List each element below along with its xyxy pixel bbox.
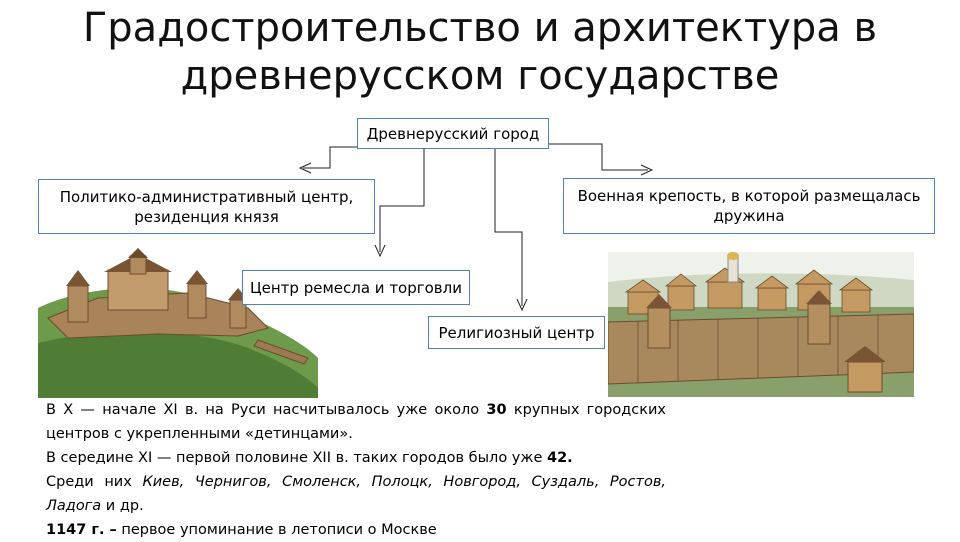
arrowhead-military [640,164,654,176]
arrowhead-religious [516,298,528,312]
craft-trade-label: Центр ремесла и торговли [250,278,462,297]
p3-text-a: Среди них [46,474,143,490]
military-fortress-label: Военная крепость, в которой размещалась … [577,187,921,225]
religious-center-box: Религиозный центр [428,316,605,349]
military-fortress-box: Военная крепость, в которой размещалась … [563,178,935,234]
connector-craft [379,148,425,252]
fortress-illustration [38,248,318,398]
slide-title: Градостроительство и архитектура в древн… [0,4,960,100]
connector-military [548,143,648,171]
craft-trade-box: Центр ремесла и торговли [242,270,470,305]
p1-text-a: В X — начале XI в. на Руси насчитывалось… [46,402,487,418]
connector-political [303,146,396,169]
wooden-town-illustration [608,252,914,397]
p2-number: 42. [546,450,573,466]
arrowhead-craft [374,244,386,258]
info-paragraph-4: 1147 г. – первое упоминание в летописи о… [46,518,666,542]
p1-number: 30 [486,402,507,418]
arrowhead-political [298,162,312,174]
title-line-1: Градостроительство и архитектура в [82,5,878,51]
political-center-label: Политико-административный центр, резиден… [59,187,354,226]
connector-religious [494,148,523,306]
info-paragraph-2: В середине XI — первой половине XII в. т… [46,446,666,470]
root-box: Древнерусский город [357,118,549,149]
info-paragraph-3: Среди них Киев, Чернигов, Смоленск, Поло… [46,470,666,518]
p4-year: 1147 г. – [46,522,117,538]
info-paragraph-1: В X — начале XI в. на Руси насчитывалось… [46,398,666,446]
p3-text-b: и др. [101,498,144,514]
p4-text-b: первое упоминание в летописи о Москве [116,522,437,538]
religious-center-label: Религиозный центр [438,323,595,342]
p3-cities: Киев, Чернигов, Смоленск, Полоцк, Новгор… [46,474,666,514]
title-line-2: древнерусском государстве [180,53,780,99]
root-label: Древнерусский город [366,124,540,143]
info-text: В X — начале XI в. на Руси насчитывалось… [46,398,666,542]
political-center-box: Политико-административный центр, резиден… [38,179,375,234]
p1-text-b: крупных городских центров с укрепленными… [46,402,667,442]
p2-text-a: В середине XI — первой половине XII в. т… [46,450,547,466]
